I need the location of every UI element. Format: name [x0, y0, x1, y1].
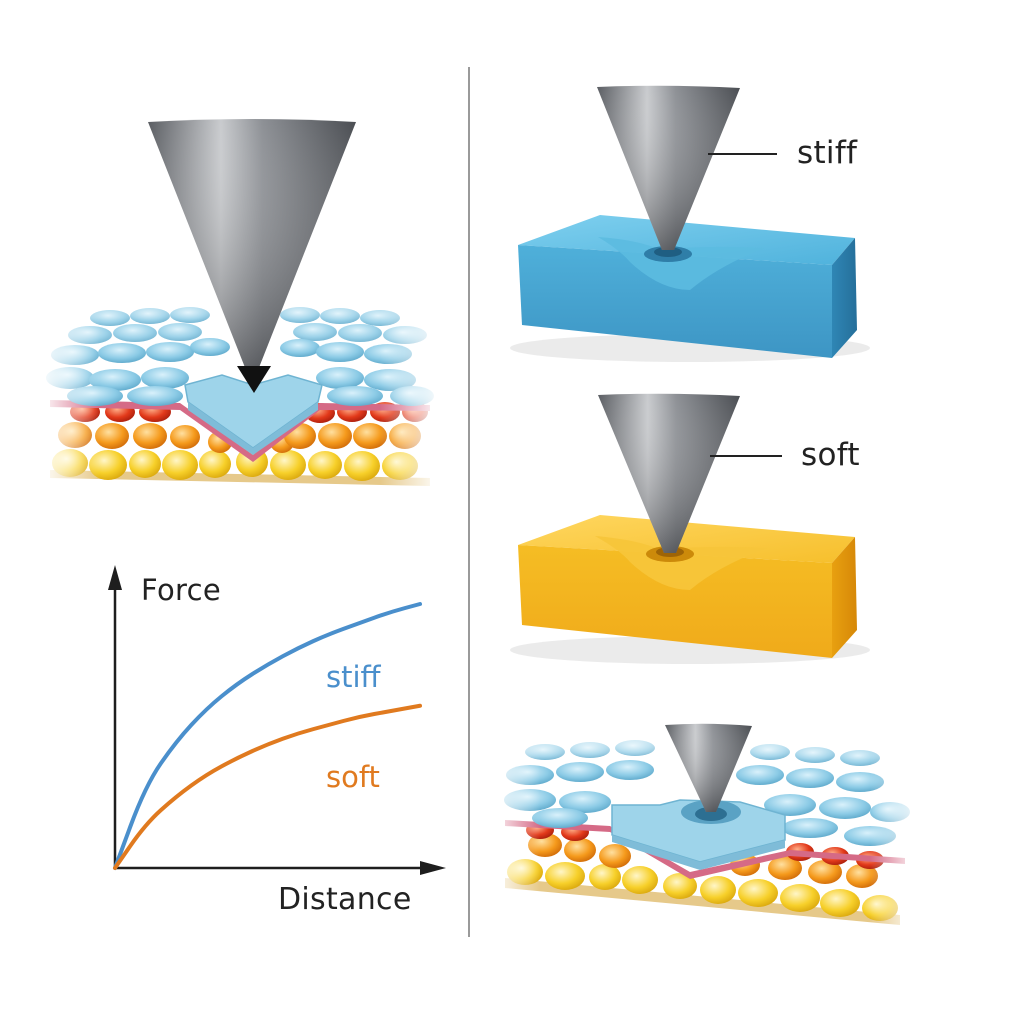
- stiff-afm-tip: [597, 85, 777, 250]
- indent-arrow-icon: [237, 366, 271, 393]
- stiff-material-label: stiff: [797, 135, 858, 171]
- y-axis-arrow-icon: [108, 565, 122, 590]
- stiff-series-label: stiff: [326, 660, 381, 694]
- x-axis-arrow-icon: [420, 861, 446, 875]
- x-axis-label: Distance: [278, 882, 412, 917]
- soft-afm-tip: [598, 393, 782, 553]
- soft-material-label: soft: [801, 437, 860, 473]
- y-axis-label: Force: [141, 573, 221, 607]
- left-afm-tip: [148, 119, 356, 393]
- soft-material-block: [510, 515, 870, 664]
- right-bottom-afm-tip: [665, 723, 752, 812]
- soft-curve: [113, 703, 422, 870]
- soft-series-label: soft: [326, 760, 380, 794]
- panel-divider: [468, 67, 470, 937]
- stiff-material-block: [510, 215, 870, 362]
- orange-cell-layer: [528, 833, 878, 888]
- stiff-curve: [113, 602, 422, 870]
- force-distance-chart: [108, 565, 446, 875]
